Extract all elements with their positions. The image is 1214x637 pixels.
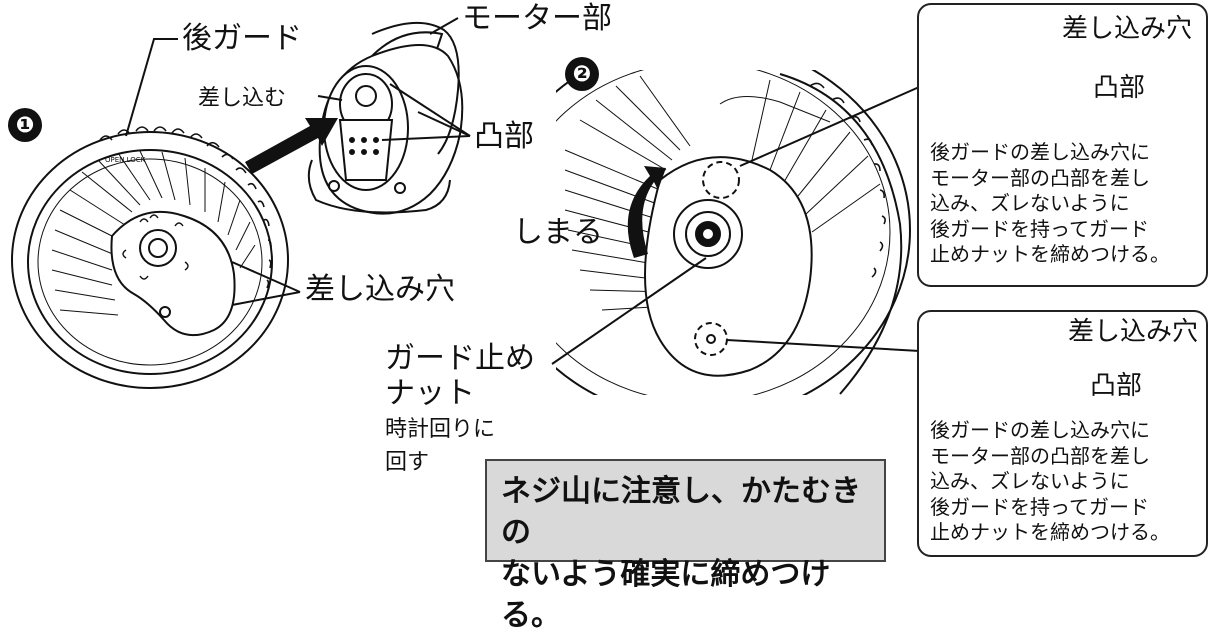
- motor-unit-drawing: [307, 21, 464, 215]
- callout-bottom: [917, 310, 1208, 557]
- guard-nut-label-line1: ガード止め: [385, 341, 535, 376]
- guard-nut-label-line2: ナット: [385, 376, 475, 411]
- insert-arrow: [245, 118, 338, 174]
- step-1-badge: ❶: [8, 108, 42, 142]
- callout-top-text: 後ガードの差し込み穴に モーター部の凸部を差し 込み、ズレないように 後ガードを…: [930, 140, 1170, 267]
- tighten-arrow: [627, 166, 666, 258]
- boss-label: 凸部: [474, 119, 534, 154]
- tighten-label: しまる: [513, 215, 603, 250]
- callout-bottom-text: 後ガードの差し込み穴に モーター部の凸部を差し 込み、ズレないように 後ガードを…: [930, 418, 1170, 545]
- callout-top-boss-label: 凸部: [1093, 73, 1146, 103]
- callout-top-hole-label: 差し込み穴: [1062, 14, 1193, 44]
- insert-label: 差し込む: [198, 86, 287, 111]
- callout-bottom-boss-label: 凸部: [1090, 371, 1143, 401]
- step2-drawing: [556, 70, 911, 395]
- insert-hole-label: 差し込み穴: [305, 272, 455, 307]
- rear-guard-label: 後ガード: [182, 21, 302, 56]
- clockwise-label-line2: 回す: [385, 450, 430, 475]
- clockwise-label-line1: 時計回りに: [385, 417, 496, 442]
- rear-guard-drawing: OPEN LOCK: [11, 126, 289, 389]
- step-2-badge: ❷: [565, 57, 599, 91]
- callout-top: [917, 3, 1208, 287]
- warning-box: ネジ山に注意し、かたむきの ないよう確実に締めつける。: [485, 459, 886, 633]
- svg-text:OPEN LOCK: OPEN LOCK: [105, 156, 146, 164]
- motor-unit-label: モーター部: [462, 1, 612, 36]
- callout-bottom-hole-label: 差し込み穴: [1068, 317, 1199, 347]
- assembly-illustration: OPEN LOCK: [11, 12, 1091, 395]
